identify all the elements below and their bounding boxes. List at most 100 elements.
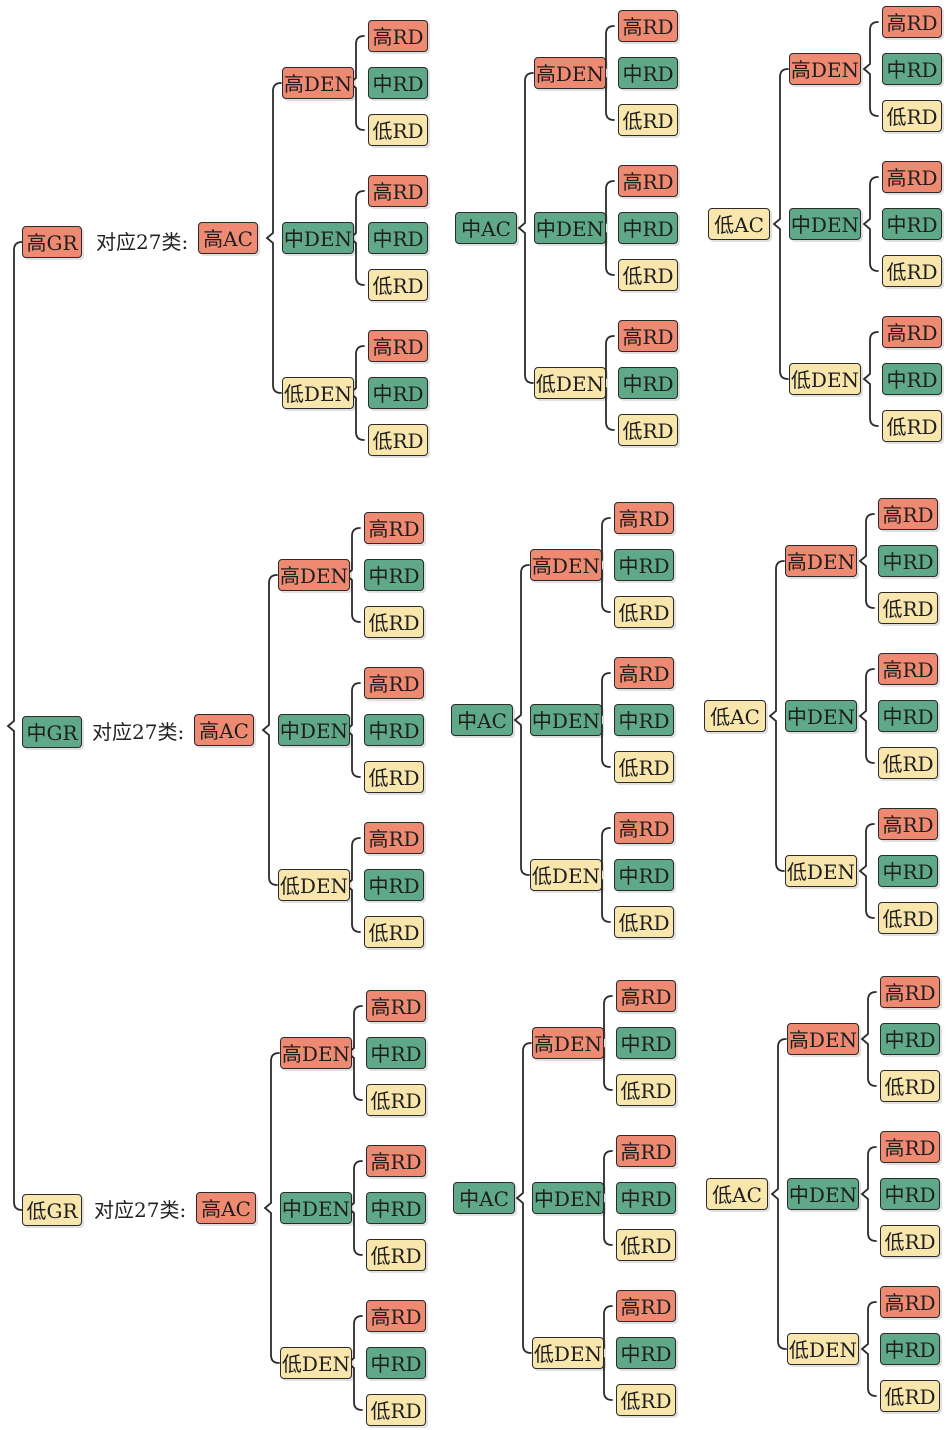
- s2-ac3-den-mid-bracket: [858, 668, 875, 764]
- s2-ac2-den-low-rd-mid: 中RD: [614, 859, 674, 891]
- s3-ac2-den-mid-rd-mid: 中RD: [616, 1182, 676, 1214]
- s2-ac1-den-mid-rd-low: 低RD: [364, 761, 424, 793]
- s3-ac2-den-high-rd-mid: 中RD: [616, 1027, 676, 1059]
- s3-ac3-den-low-rd-low: 低RD: [880, 1380, 940, 1412]
- s1-ac2-den-mid-rd-high: 高RD: [618, 165, 678, 197]
- s3-ac1-den-mid-rd-mid: 中RD: [366, 1192, 426, 1224]
- s1-ac3-den-high-rd-high: 高RD: [882, 6, 942, 38]
- s1-ac2-den-low-rd-high: 高RD: [618, 320, 678, 352]
- s3-ac2-den-low-rd-low: 低RD: [616, 1384, 676, 1416]
- s1-ac3-den-low-bracket: [862, 331, 879, 427]
- s2-ac1-den-high-rd-high: 高RD: [364, 512, 424, 544]
- relation-label: 对应27类:: [94, 1198, 187, 1222]
- s3-ac2-den-low-rd-high: 高RD: [616, 1290, 676, 1322]
- s2-ac2-den-low-rd-low: 低RD: [614, 906, 674, 938]
- s1-ac1-den-low-rd-low: 低RD: [368, 424, 428, 456]
- gr-bracket: [6, 241, 23, 1211]
- s3-ac2-den-low-rd-mid: 中RD: [616, 1337, 676, 1369]
- s1-ac3-den-mid: 中DEN: [789, 208, 861, 240]
- s3-ac3-den-low-rd-high: 高RD: [880, 1286, 940, 1318]
- s2-ac2-den-high: 高DEN: [530, 549, 602, 581]
- s2-ac2-den-bracket: [513, 564, 530, 876]
- s3-ac3-den-bracket: [770, 1038, 787, 1350]
- s3-ac-low: 低AC: [706, 1178, 768, 1210]
- s1-ac3-den-high: 高DEN: [789, 53, 861, 85]
- s2-ac3-den-high-rd-low: 低RD: [878, 592, 938, 624]
- s3-ac2-den-low: 低DEN: [532, 1337, 604, 1369]
- s2-ac3-den-bracket: [768, 560, 785, 872]
- s3-ac1-den-low-rd-low: 低RD: [366, 1394, 426, 1426]
- s2-ac3-den-low-rd-low: 低RD: [878, 902, 938, 934]
- s2-ac3-den-low-rd-high: 高RD: [878, 808, 938, 840]
- s3-ac-mid: 中AC: [453, 1182, 515, 1214]
- s1-ac1-den-high-rd-high: 高RD: [368, 20, 428, 52]
- s1-ac3-den-low-rd-low: 低RD: [882, 410, 942, 442]
- s3-ac1-den-high-rd-low: 低RD: [366, 1084, 426, 1116]
- s3-ac2-den-mid: 中DEN: [532, 1182, 604, 1214]
- s1-ac2-den-mid-rd-low: 低RD: [618, 259, 678, 291]
- s2-ac1-den-low-rd-high: 高RD: [364, 822, 424, 854]
- s2-ac3-den-high-bracket: [858, 513, 875, 609]
- s1-ac1-den-high-rd-low: 低RD: [368, 114, 428, 146]
- s3-ac2-den-mid-rd-low: 低RD: [616, 1229, 676, 1261]
- s1-ac2-den-bracket: [517, 72, 534, 384]
- s3-ac3-den-high-rd-low: 低RD: [880, 1070, 940, 1102]
- s3-ac1-den-low: 低DEN: [280, 1347, 352, 1379]
- s1-ac3-den-high-bracket: [862, 21, 879, 117]
- s3-ac3-den-high: 高DEN: [787, 1023, 859, 1055]
- s2-ac-low: 低AC: [704, 700, 766, 732]
- s1-ac2-den-high-rd-high: 高RD: [618, 10, 678, 42]
- s3-ac1-den-mid: 中DEN: [280, 1192, 352, 1224]
- s1-ac1-den-mid: 中DEN: [282, 222, 354, 254]
- s1-ac3-den-mid-bracket: [862, 176, 879, 272]
- s1-ac3-den-mid-rd-low: 低RD: [882, 255, 942, 287]
- s3-ac1-den-mid-rd-low: 低RD: [366, 1239, 426, 1271]
- s1-ac3-den-mid-rd-high: 高RD: [882, 161, 942, 193]
- gr-mid-node: 中GR: [22, 716, 82, 748]
- s1-ac2-den-low-rd-mid: 中RD: [618, 367, 678, 399]
- s3-ac2-den-bracket: [515, 1042, 532, 1354]
- s3-ac1-den-low-rd-high: 高RD: [366, 1300, 426, 1332]
- s2-ac3-den-mid-rd-high: 高RD: [878, 653, 938, 685]
- s2-ac1-den-low: 低DEN: [278, 869, 350, 901]
- relation-label: 对应27类:: [92, 720, 185, 744]
- s2-ac1-den-mid-rd-mid: 中RD: [364, 714, 424, 746]
- gr-low-node: 低GR: [22, 1194, 82, 1226]
- s3-ac3-den-low-bracket: [860, 1301, 877, 1397]
- s2-ac2-den-mid-rd-low: 低RD: [614, 751, 674, 783]
- s2-ac1-den-high: 高DEN: [278, 559, 350, 591]
- s1-ac3-den-bracket: [772, 68, 789, 380]
- s3-ac3-den-mid: 中DEN: [787, 1178, 859, 1210]
- s2-ac2-den-high-rd-mid: 中RD: [614, 549, 674, 581]
- s2-ac1-den-low-rd-mid: 中RD: [364, 869, 424, 901]
- s1-ac2-den-high: 高DEN: [534, 57, 606, 89]
- s3-ac1-den-mid-rd-high: 高RD: [366, 1145, 426, 1177]
- s2-ac3-den-mid: 中DEN: [785, 700, 857, 732]
- s3-ac2-den-high-rd-high: 高RD: [616, 980, 676, 1012]
- s1-ac3-den-high-rd-mid: 中RD: [882, 53, 942, 85]
- s3-ac3-den-mid-rd-high: 高RD: [880, 1131, 940, 1163]
- s3-ac1-den-high-rd-high: 高RD: [366, 990, 426, 1022]
- s2-ac3-den-high-rd-high: 高RD: [878, 498, 938, 530]
- s3-ac1-den-high-rd-mid: 中RD: [366, 1037, 426, 1069]
- s3-ac3-den-low: 低DEN: [787, 1333, 859, 1365]
- s2-ac3-den-low-rd-mid: 中RD: [878, 855, 938, 887]
- s1-ac2-den-low: 低DEN: [534, 367, 606, 399]
- s3-ac1-den-bracket: [263, 1052, 280, 1364]
- s2-ac1-den-mid-rd-high: 高RD: [364, 667, 424, 699]
- s1-ac2-den-high-rd-mid: 中RD: [618, 57, 678, 89]
- s3-ac-high: 高AC: [196, 1192, 256, 1224]
- s1-ac1-den-mid-rd-high: 高RD: [368, 175, 428, 207]
- s1-ac3-den-high-rd-low: 低RD: [882, 100, 942, 132]
- s2-ac3-den-mid-rd-low: 低RD: [878, 747, 938, 779]
- s2-ac3-den-mid-rd-mid: 中RD: [878, 700, 938, 732]
- s3-ac3-den-high-rd-high: 高RD: [880, 976, 940, 1008]
- s2-ac3-den-high-rd-mid: 中RD: [878, 545, 938, 577]
- s3-ac3-den-mid-rd-mid: 中RD: [880, 1178, 940, 1210]
- s1-ac1-den-high-rd-mid: 中RD: [368, 67, 428, 99]
- s1-ac1-den-low-rd-high: 高RD: [368, 330, 428, 362]
- s3-ac2-den-high: 高DEN: [532, 1027, 604, 1059]
- s1-ac2-den-low-rd-low: 低RD: [618, 414, 678, 446]
- s1-ac1-den-mid-rd-low: 低RD: [368, 269, 428, 301]
